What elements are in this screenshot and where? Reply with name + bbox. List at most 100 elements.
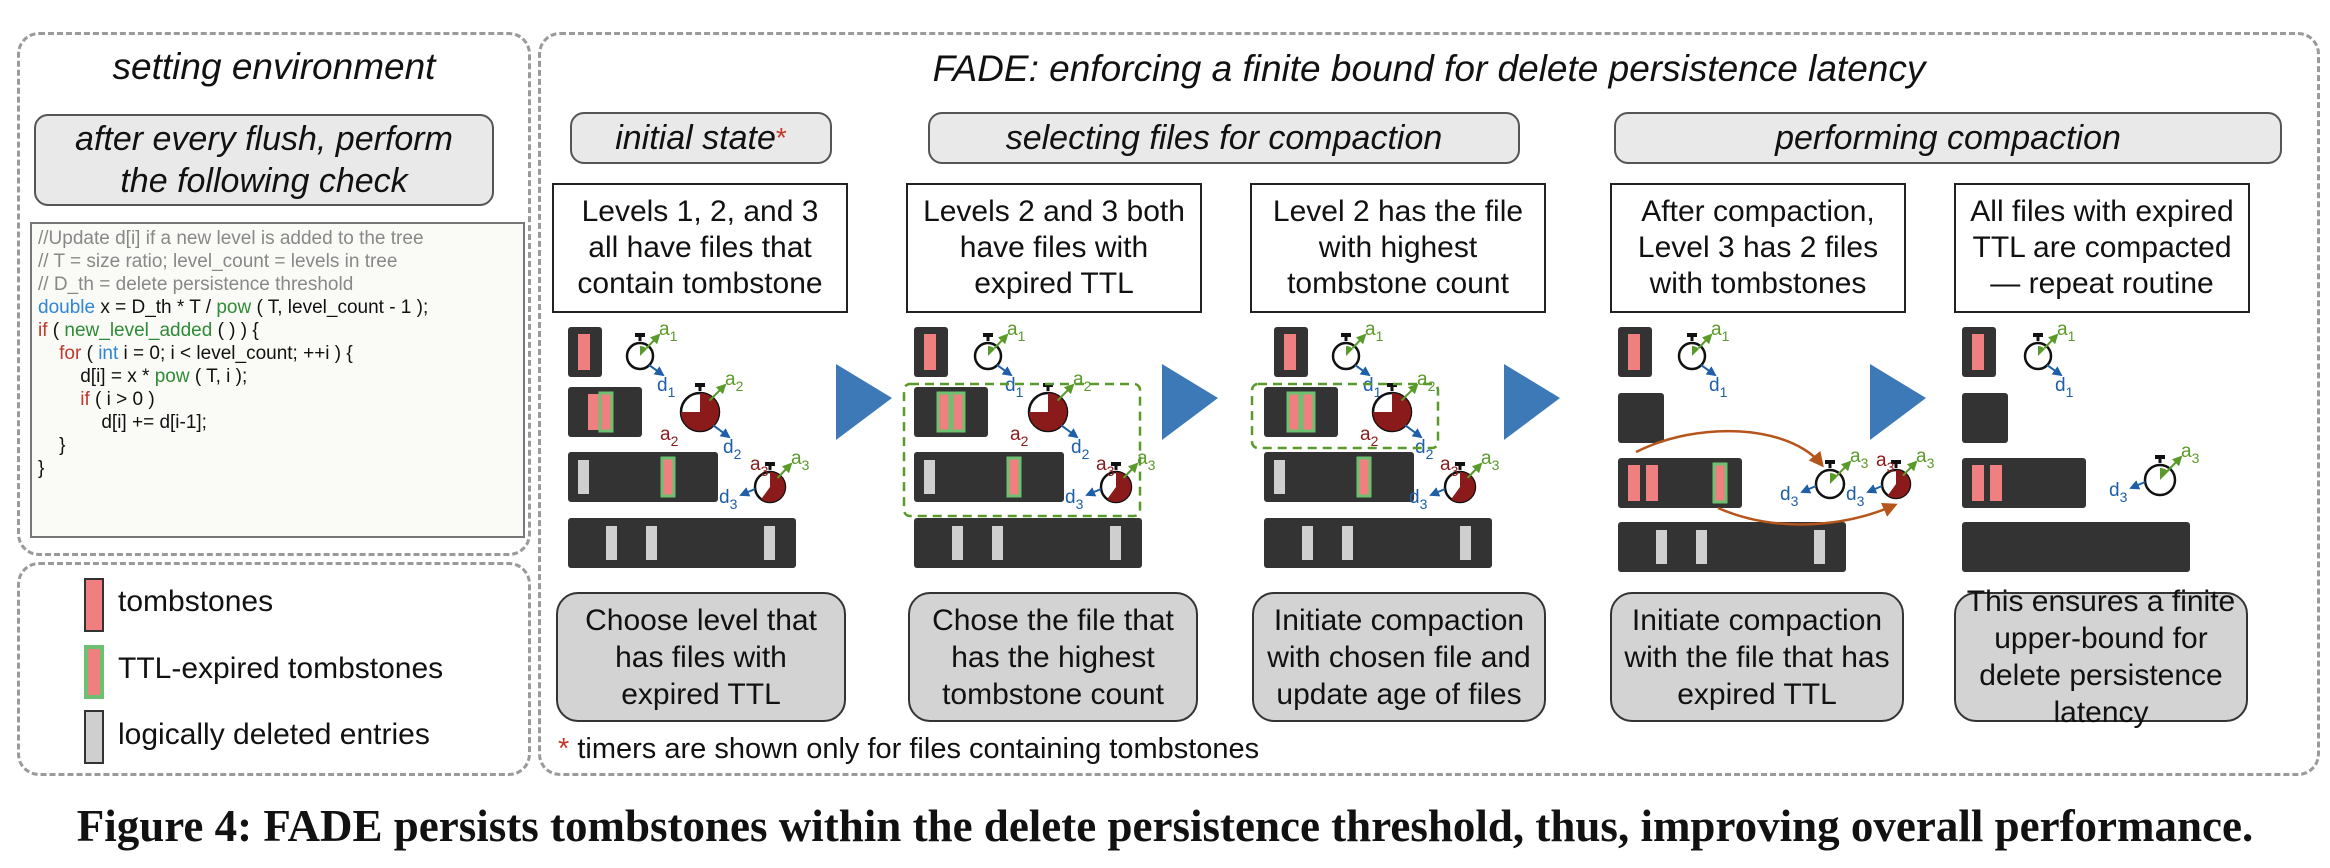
age-label: a2: [660, 424, 679, 449]
ttl-expired-mark: [1300, 391, 1316, 433]
threshold-label: d3: [1780, 484, 1799, 509]
diagram-root: a1d1a2d2a2a3d3a3a1d1a2d2a2a3d3a3a1d1a2d2…: [568, 319, 2200, 572]
age-label: a3: [1876, 450, 1895, 475]
compaction-arrow-lower: [1717, 503, 1898, 526]
age-arrow: [645, 333, 661, 349]
deleted-mark: [992, 526, 1003, 560]
threshold-arrow: [2046, 364, 2063, 377]
stage-selecting: selecting files for compaction: [928, 112, 1520, 164]
timer-elapsed: [1830, 473, 1838, 484]
threshold-label: d1: [1005, 375, 1024, 400]
tombstone-mark: [588, 394, 600, 430]
age-label: a2: [1360, 424, 1379, 449]
timer-elapsed: [1029, 393, 1067, 431]
age-label: a3: [2181, 441, 2200, 466]
age-arrow: [1056, 383, 1075, 402]
tombstone-mark: [1990, 465, 2002, 501]
step4-description: After compaction, Level 3 has 2 files wi…: [1610, 183, 1906, 313]
ttl-expired-mark: [936, 391, 952, 433]
timer-button: [2155, 455, 2165, 459]
timer-button: [983, 333, 993, 337]
sstable-file: [1264, 452, 1414, 502]
threshold-label: d1: [2055, 375, 2074, 400]
ttl-expired-mark: [1286, 391, 1302, 433]
threshold-label: d3: [1846, 484, 1865, 509]
age-label: a1: [1007, 319, 1026, 344]
threshold-arrow: [1354, 364, 1371, 377]
tombstone-mark: [1646, 465, 1658, 501]
age-label: a2: [1417, 369, 1436, 394]
threshold-arrow: [1700, 364, 1717, 377]
code-line: d[i] += d[i-1];: [38, 412, 207, 433]
setting-environment-panel: [17, 32, 531, 556]
timer-elapsed: [1451, 472, 1475, 503]
threshold-arrow: [739, 487, 756, 497]
timer-button: [1455, 462, 1465, 466]
ttl-expired-mark: [598, 391, 614, 433]
fade-title: FADE: enforcing a finite bound for delet…: [932, 48, 1926, 89]
tombstone-mark: [1284, 334, 1296, 370]
code-line: // T = size ratio; level_count = levels …: [38, 251, 398, 272]
tombstone-mark: [924, 334, 936, 370]
threshold-arrow: [1085, 487, 1102, 497]
timer-elapsed: [1107, 472, 1131, 503]
timer-elapsed: [1346, 346, 1353, 356]
age-arrow: [776, 462, 793, 479]
legend-tombstones-label: tombstones: [118, 585, 274, 618]
age-arrow: [1836, 460, 1852, 477]
threshold-label: d3: [2109, 480, 2128, 505]
legend-panel: [17, 562, 531, 776]
figure-caption: Figure 4: FADE persists tombstones withi…: [76, 801, 2254, 851]
age-arrow: [1351, 333, 1367, 349]
stage-performing: performing compaction: [1614, 112, 2282, 164]
step1-action: Choose level that has files with expired…: [556, 592, 846, 722]
step3-action: Initiate compaction with chosen file and…: [1252, 592, 1546, 722]
threshold-arrow: [2129, 480, 2146, 490]
sstable-file: [914, 518, 1142, 568]
timer-elapsed: [1692, 346, 1699, 356]
threshold-label: d1: [1709, 375, 1728, 400]
legend-ttl-label: TTL-expired tombstones: [118, 652, 444, 685]
stage-initial-label: initial state: [615, 119, 776, 157]
code-line: //Update d[i] if a new level is added to…: [38, 228, 424, 249]
sstable-file: [1962, 522, 2190, 572]
flow-arrow-3: [1504, 364, 1560, 440]
timer-elapsed: [2160, 468, 2169, 480]
age-label: a3: [791, 448, 810, 473]
legend-deleted-swatch: [84, 710, 104, 764]
selection-box-level-2: [1250, 382, 1440, 450]
deleted-mark: [1656, 530, 1667, 564]
age-label: a1: [1365, 319, 1384, 344]
ttl-expired-mark: [950, 391, 966, 433]
threshold-arrow: [1060, 424, 1079, 439]
timer-button: [635, 333, 645, 337]
timers-note-text: timers are shown only for files containi…: [577, 733, 1260, 765]
threshold-arrow: [1866, 484, 1883, 494]
deleted-mark: [1342, 526, 1353, 560]
threshold-label: d1: [657, 375, 676, 400]
ttl-expired-mark: [1712, 462, 1728, 504]
step2-description: Levels 2 and 3 both have files with expi…: [906, 183, 1202, 313]
age-label: a3: [1916, 446, 1935, 471]
timer-button: [695, 383, 705, 387]
age-label: a3: [1481, 448, 1500, 473]
threshold-label: d3: [1409, 487, 1428, 512]
age-arrow: [1400, 383, 1419, 402]
deleted-mark: [1814, 530, 1825, 564]
timer-elapsed: [640, 346, 647, 356]
threshold-label: d3: [719, 487, 738, 512]
sstable-file: [568, 518, 796, 568]
stage-initial-asterisk: *: [775, 122, 787, 153]
timer-elapsed: [761, 472, 786, 502]
age-arrow: [1466, 462, 1483, 479]
age-label: a3: [1850, 446, 1869, 471]
step3-description: Level 2 has the file with highest tombst…: [1250, 183, 1546, 313]
step2-action: Chose the file that has the highest tomb…: [908, 592, 1198, 722]
timer-button: [1825, 460, 1835, 464]
code-line: }: [38, 458, 45, 479]
deleted-mark: [764, 526, 775, 560]
fade-panel: [538, 32, 2320, 776]
age-arrow: [1697, 333, 1713, 349]
timer-button: [1341, 333, 1351, 337]
timer-button: [1687, 333, 1697, 337]
